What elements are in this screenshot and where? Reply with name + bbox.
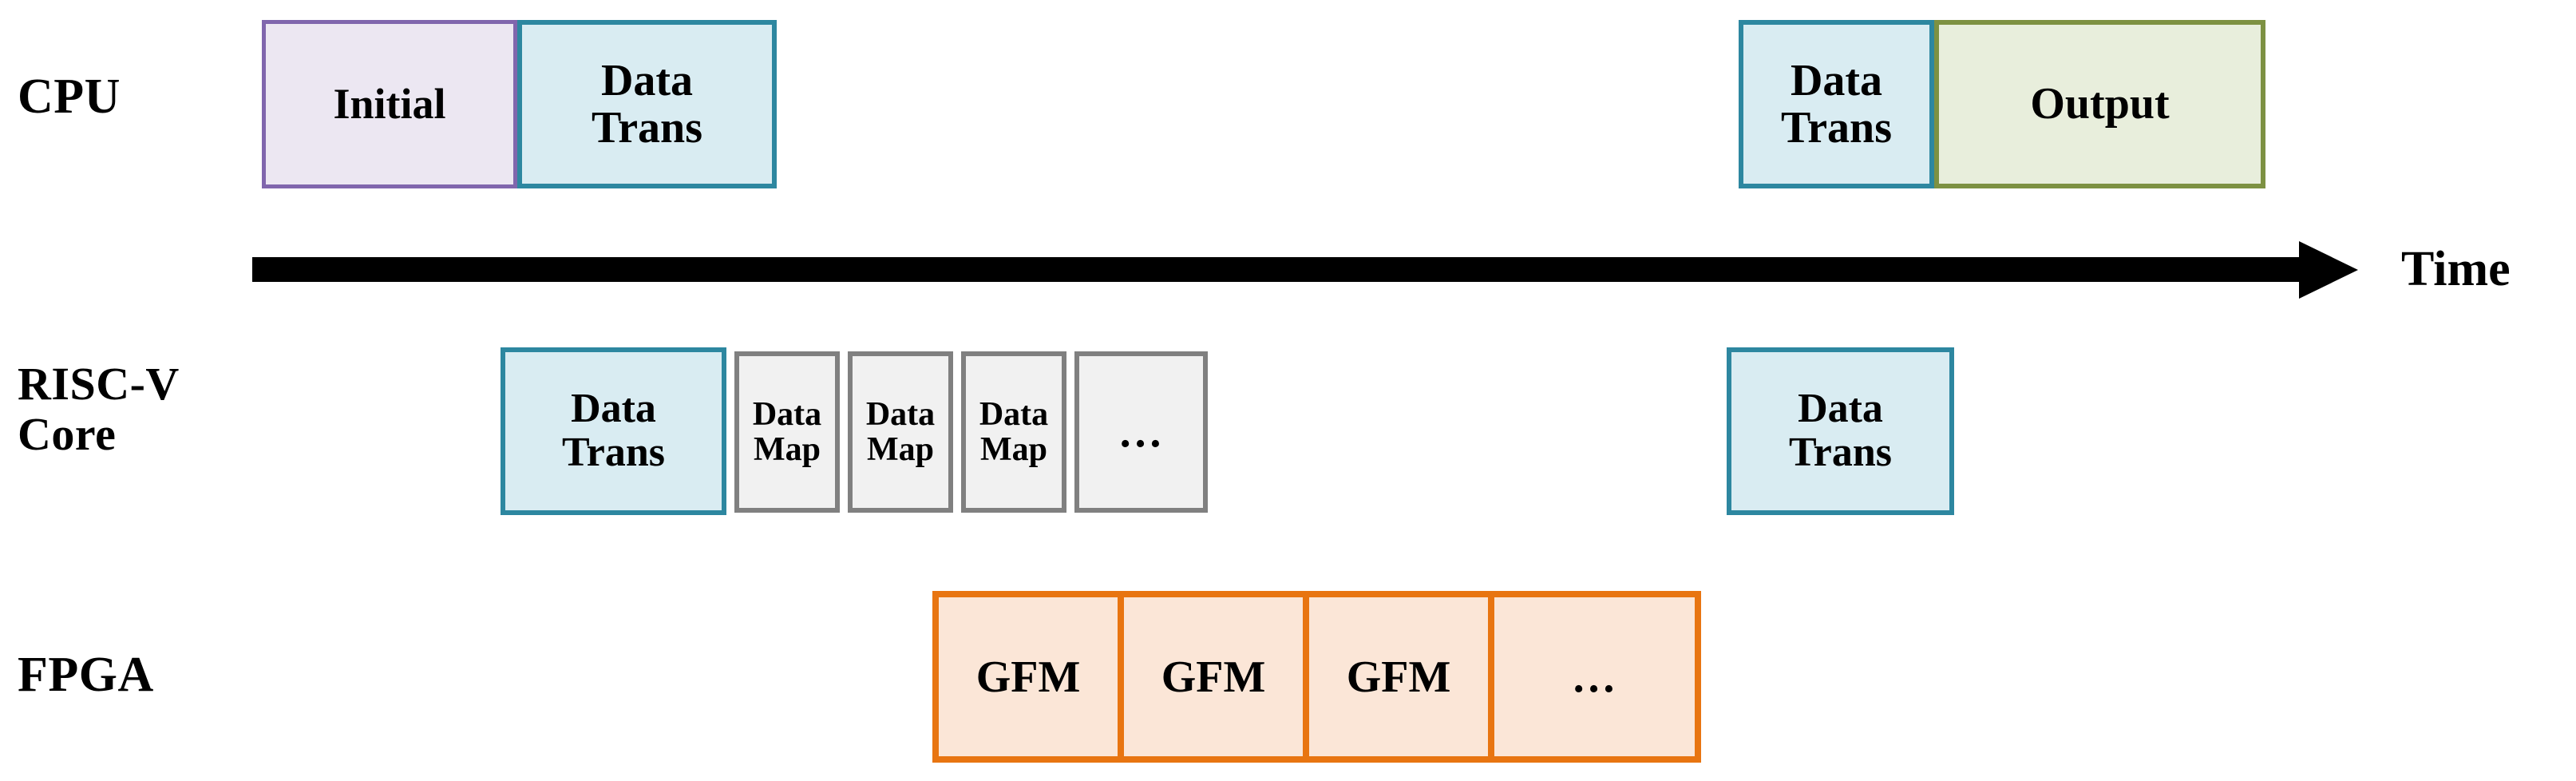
right-arrow-icon [2299,241,2358,299]
time-axis-line [252,257,2302,282]
riscv-block-ellipsis: … [1074,351,1208,513]
riscv-block-data-trans-start: Data Trans [501,347,726,515]
cpu-block-output: Output [1934,20,2265,188]
riscv-block-data-map-1: Data Map [734,351,840,513]
row-label-riscv: RISC-V Core [18,358,180,460]
time-axis-label: Time [2401,242,2511,296]
riscv-block-data-map-3: Data Map [961,351,1066,513]
riscv-block-data-map-2: Data Map [848,351,953,513]
cpu-block-initial: Initial [262,20,517,188]
row-label-cpu: CPU [18,69,121,124]
fpga-block-strip: GFM GFM GFM … [932,591,1701,763]
row-label-fpga: FPGA [18,648,154,702]
fpga-block-gfm-1: GFM [939,597,1124,756]
cpu-block-data-trans-start: Data Trans [517,20,777,188]
cpu-block-data-trans-end: Data Trans [1739,20,1934,188]
fpga-block-gfm-2: GFM [1124,597,1309,756]
riscv-block-data-trans-end: Data Trans [1727,347,1954,515]
fpga-block-ellipsis: … [1571,652,1618,702]
fpga-block-gfm-3: GFM [1309,597,1494,756]
